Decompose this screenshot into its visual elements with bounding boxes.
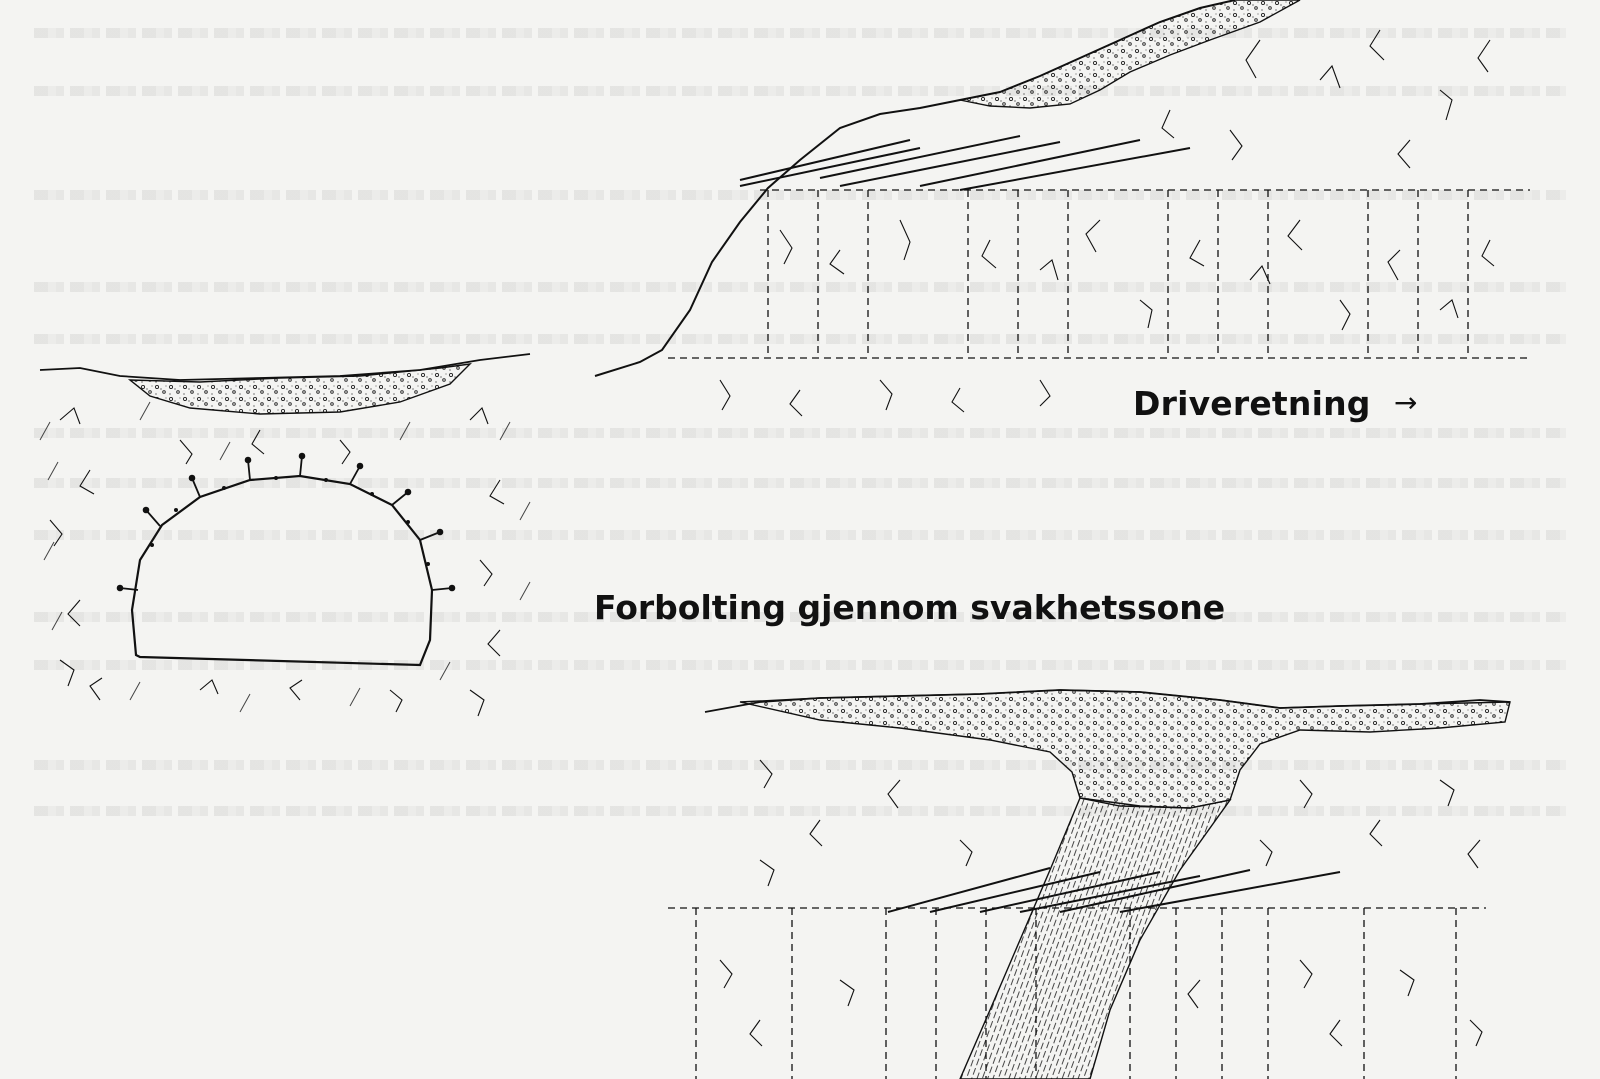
weak-zone — [959, 797, 1232, 1079]
bottom-section — [668, 689, 1511, 1079]
figure-caption: Forbolting gjennom svakhetssone — [594, 588, 1226, 627]
gravel-layer — [959, 0, 1301, 109]
tunnel-rounds — [668, 189, 1530, 359]
ghost-text-line — [34, 760, 1566, 770]
ghost-text-line — [34, 28, 1566, 38]
direction-label: Driveretning — [1133, 384, 1371, 423]
cross-terrain — [39, 353, 531, 381]
cross-section — [39, 353, 531, 717]
tunnel-profile — [130, 474, 434, 667]
ghost-text-line — [34, 660, 1566, 670]
cross-dots — [150, 476, 430, 566]
cross-hatch — [39, 401, 531, 713]
spiling-bolts — [739, 135, 1191, 191]
ghost-text-line — [34, 806, 1566, 816]
bottom-gravel — [739, 689, 1511, 809]
ghost-text-line — [34, 334, 1566, 344]
ghost-text-line — [34, 530, 1566, 540]
bottom-rounds — [668, 907, 1486, 1079]
direction-arrow: → — [1394, 386, 1418, 419]
cross-joints — [49, 407, 505, 717]
bottom-joints — [719, 759, 1483, 1047]
top-section — [594, 0, 1530, 417]
rock-joints — [719, 29, 1495, 417]
ghost-text-line — [34, 428, 1566, 438]
ghost-text-line — [34, 612, 1566, 622]
ghost-text-line — [34, 190, 1566, 200]
cross-gravel — [127, 363, 472, 415]
bottom-bolts — [887, 867, 1341, 913]
cross-bolts — [116, 452, 456, 592]
ghost-text-line — [34, 282, 1566, 292]
ghost-text-line — [34, 478, 1566, 488]
ghost-text-line — [34, 86, 1566, 96]
